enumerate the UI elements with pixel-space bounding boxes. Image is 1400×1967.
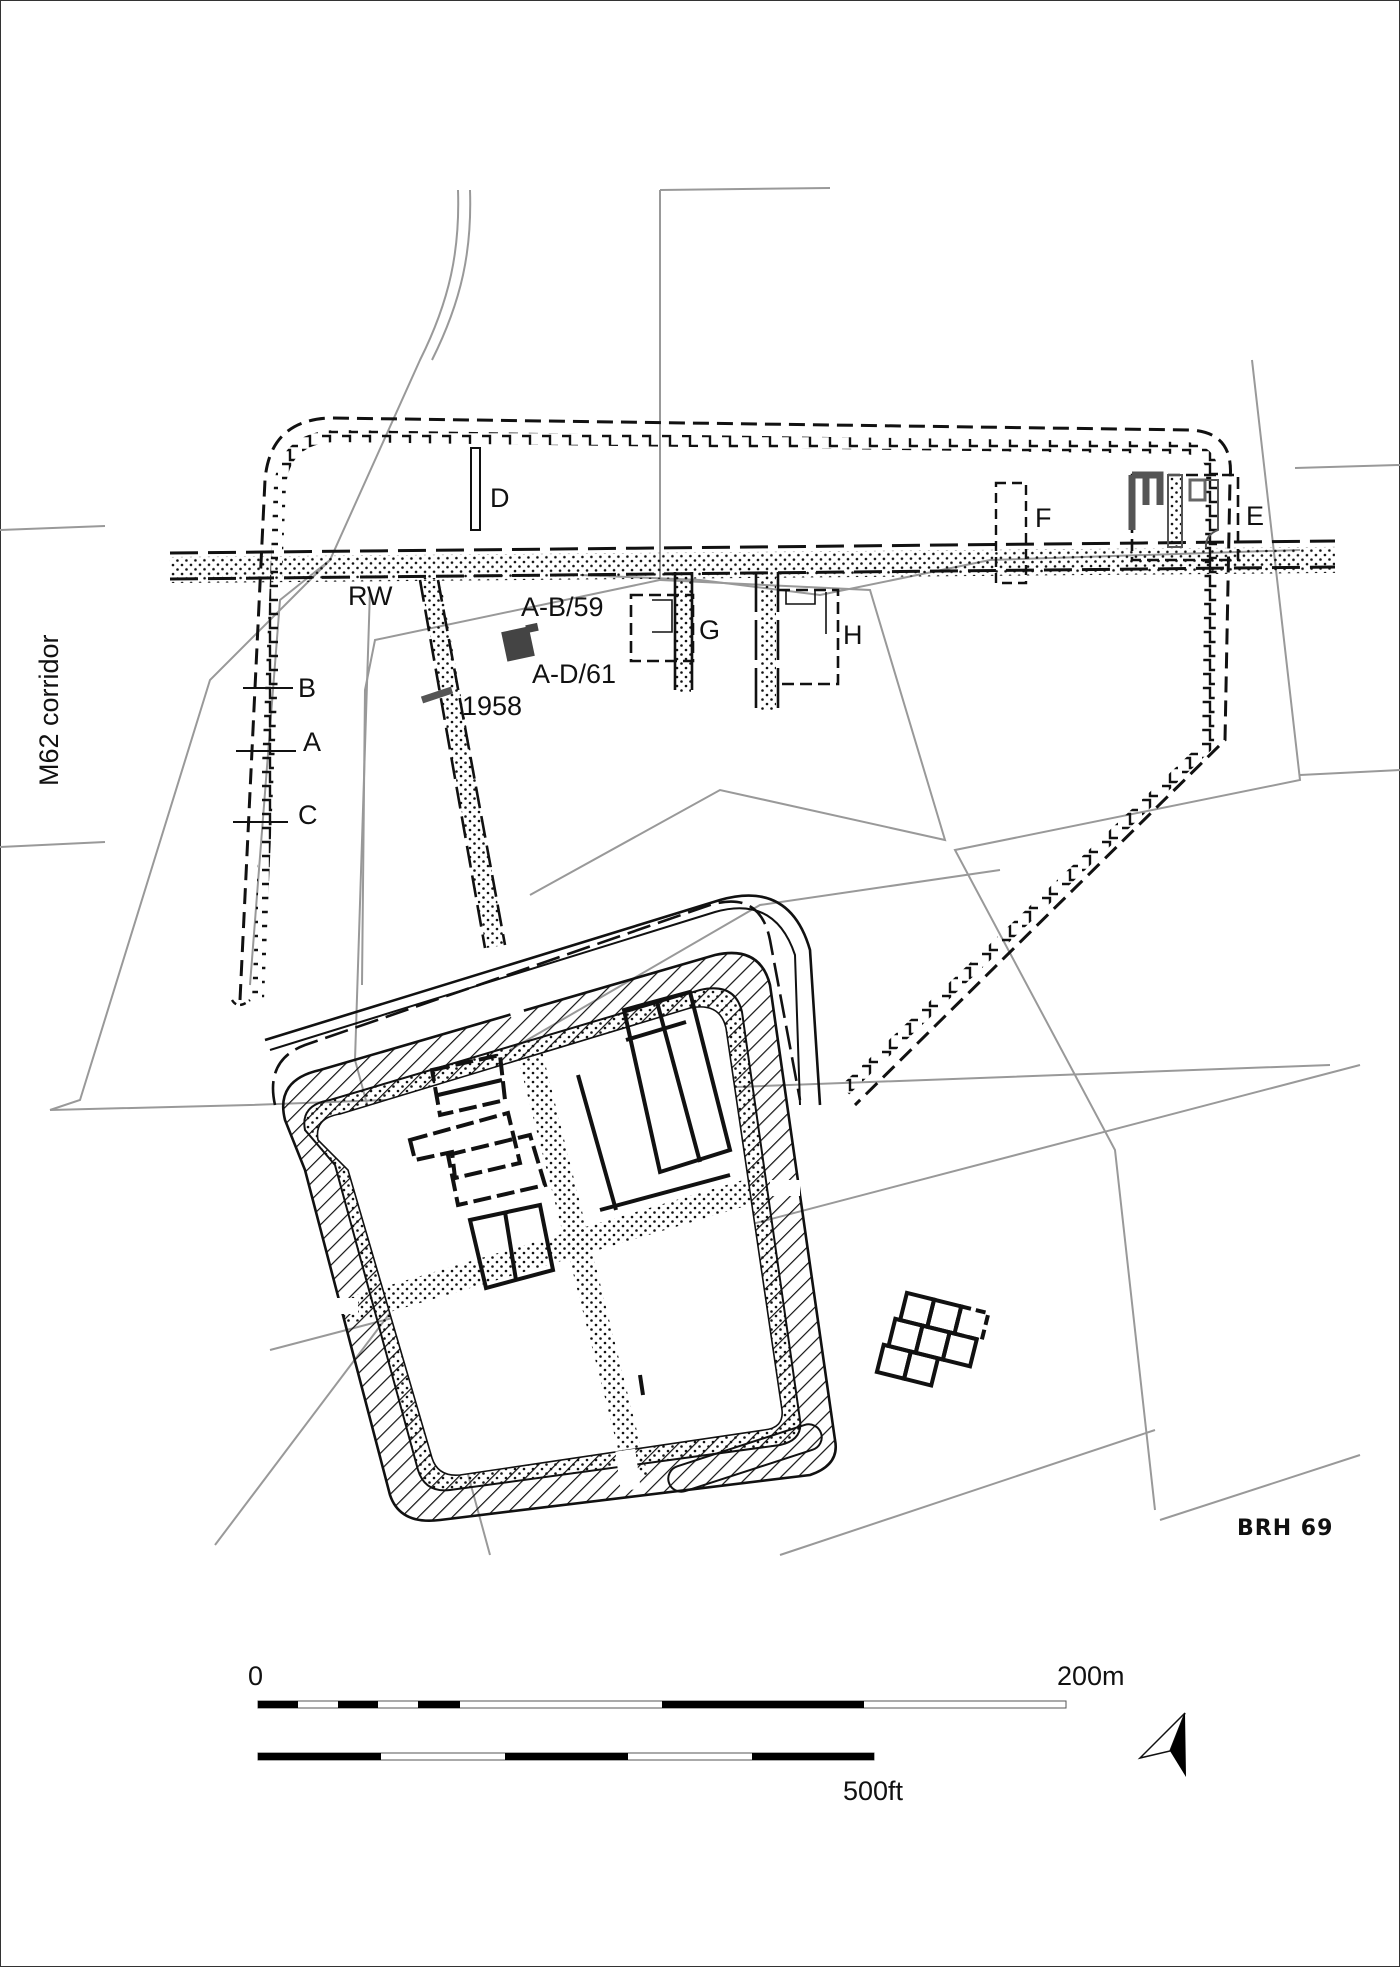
- label-e: E: [1246, 501, 1265, 531]
- scale-bar-metric: [257, 1700, 1067, 1709]
- feature-d: [470, 447, 481, 531]
- label-f: F: [1035, 503, 1052, 533]
- excavation-ab59: [501, 622, 539, 662]
- scale-imperial-end: 500ft: [843, 1776, 904, 1806]
- scale-metric-end: 200m: [1057, 1661, 1125, 1691]
- label-a: A: [303, 727, 322, 757]
- annexe-enclosure: [230, 416, 1232, 1107]
- label-g: G: [699, 615, 721, 645]
- area-h: [754, 572, 840, 710]
- label-h: H: [843, 620, 863, 650]
- reference-code: BRH 69: [1237, 1516, 1334, 1541]
- north-arrow-icon: [1137, 1712, 1186, 1777]
- scale-metric-start: 0: [248, 1661, 264, 1691]
- road-rw: [418, 578, 507, 949]
- label-ad61: A-D/61: [532, 659, 617, 689]
- label-rw: RW: [348, 581, 393, 611]
- label-ab59: A-B/59: [521, 592, 604, 622]
- label-1958: 1958: [462, 691, 523, 721]
- area-e: [1128, 471, 1240, 562]
- area-g: [629, 572, 695, 692]
- label-b: B: [298, 673, 317, 703]
- label-d: D: [490, 483, 510, 513]
- label-c: C: [298, 800, 318, 830]
- area-f: [994, 481, 1028, 585]
- fort: [264, 894, 837, 1522]
- side-label: M62 corridor: [34, 634, 64, 786]
- grid-structure: [874, 1290, 991, 1388]
- scale-bar-imperial: [257, 1752, 875, 1761]
- section-cuts: [233, 687, 296, 823]
- roman-road: [169, 539, 1336, 584]
